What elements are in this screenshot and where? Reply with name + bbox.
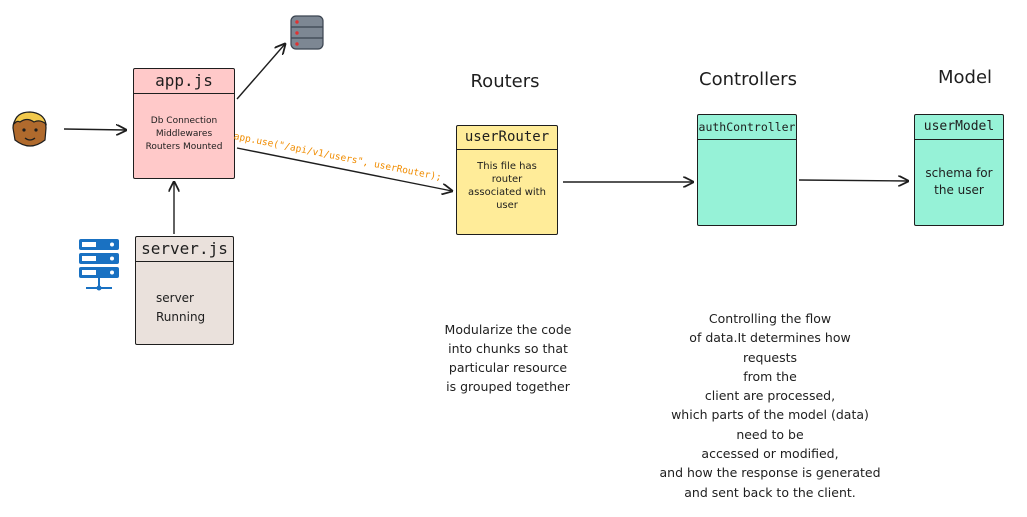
controllers-note-line: need to be	[736, 426, 804, 442]
userrouter-box: userRouter This file has router associat…	[456, 125, 558, 235]
userrouter-line: This file has	[477, 161, 537, 172]
controllers-note-line: from the	[743, 368, 797, 384]
usermodel-title: userModel	[915, 115, 1003, 140]
user-to-app-arrow	[63, 129, 126, 130]
user-icon	[12, 111, 47, 147]
controllers-note-line: and how the response is generated	[659, 465, 881, 481]
serverjs-title: server.js	[136, 237, 233, 262]
controllers-note-line: accessed or modified,	[701, 446, 839, 462]
userrouter-content: This file has router associated with use…	[457, 160, 557, 212]
appjs-box: app.js Db Connection Middlewares Routers…	[133, 68, 235, 179]
userrouter-line: user	[496, 200, 518, 211]
controllers-note-line: which parts of the model (data)	[671, 407, 869, 423]
appjs-line: Routers Mounted	[145, 142, 223, 152]
controllers-note-line: and sent back to the client.	[684, 484, 856, 500]
serverjs-content: server Running	[156, 289, 233, 327]
appjs-line: Db Connection	[150, 116, 218, 126]
userrouter-line: associated with	[468, 187, 546, 198]
authcontroller-title: authController	[698, 115, 796, 140]
usermodel-content: schema for the user	[915, 165, 1003, 199]
app-to-database-arrow	[236, 44, 285, 100]
usermodel-line: schema for	[925, 166, 993, 180]
routers-note-line: is grouped together	[446, 379, 570, 394]
serverjs-line: server	[156, 291, 194, 305]
userrouter-line: router	[491, 174, 523, 185]
routers-note-line: Modularize the code	[444, 322, 572, 337]
authcontroller-box: authController	[697, 114, 797, 226]
serverjs-line: Running	[156, 310, 206, 324]
usermodel-box: userModel schema for the user	[914, 114, 1004, 226]
heading-controllers: Controllers	[699, 69, 797, 90]
serverjs-box: server.js server Running	[135, 236, 234, 345]
controllers-note-line: requests	[742, 349, 798, 365]
app-to-router-arrow	[236, 147, 452, 191]
userrouter-title: userRouter	[457, 126, 557, 150]
controllers-note-line: of data.It determines how	[689, 330, 851, 346]
appjs-title: app.js	[134, 69, 234, 94]
controllers-note: Controlling the flow of data.It determin…	[620, 309, 920, 502]
heading-model: Model	[937, 67, 993, 88]
usermodel-line: the user	[934, 183, 984, 197]
appjs-content: Db Connection Middlewares Routers Mounte…	[134, 115, 234, 154]
server-rack-icon	[79, 239, 119, 291]
appjs-line: Middlewares	[155, 129, 213, 139]
controller-to-model-arrow	[798, 180, 908, 181]
controllers-note-line: Controlling the flow	[708, 311, 832, 326]
controllers-note-line: client are processed,	[704, 388, 836, 404]
routers-note-line: particular resource	[448, 360, 568, 375]
routers-note-line: into chunks so that	[448, 341, 568, 356]
database-icon	[290, 15, 324, 50]
heading-routers: Routers	[470, 71, 540, 92]
routers-note: Modularize the code into chunks so that …	[418, 320, 598, 396]
